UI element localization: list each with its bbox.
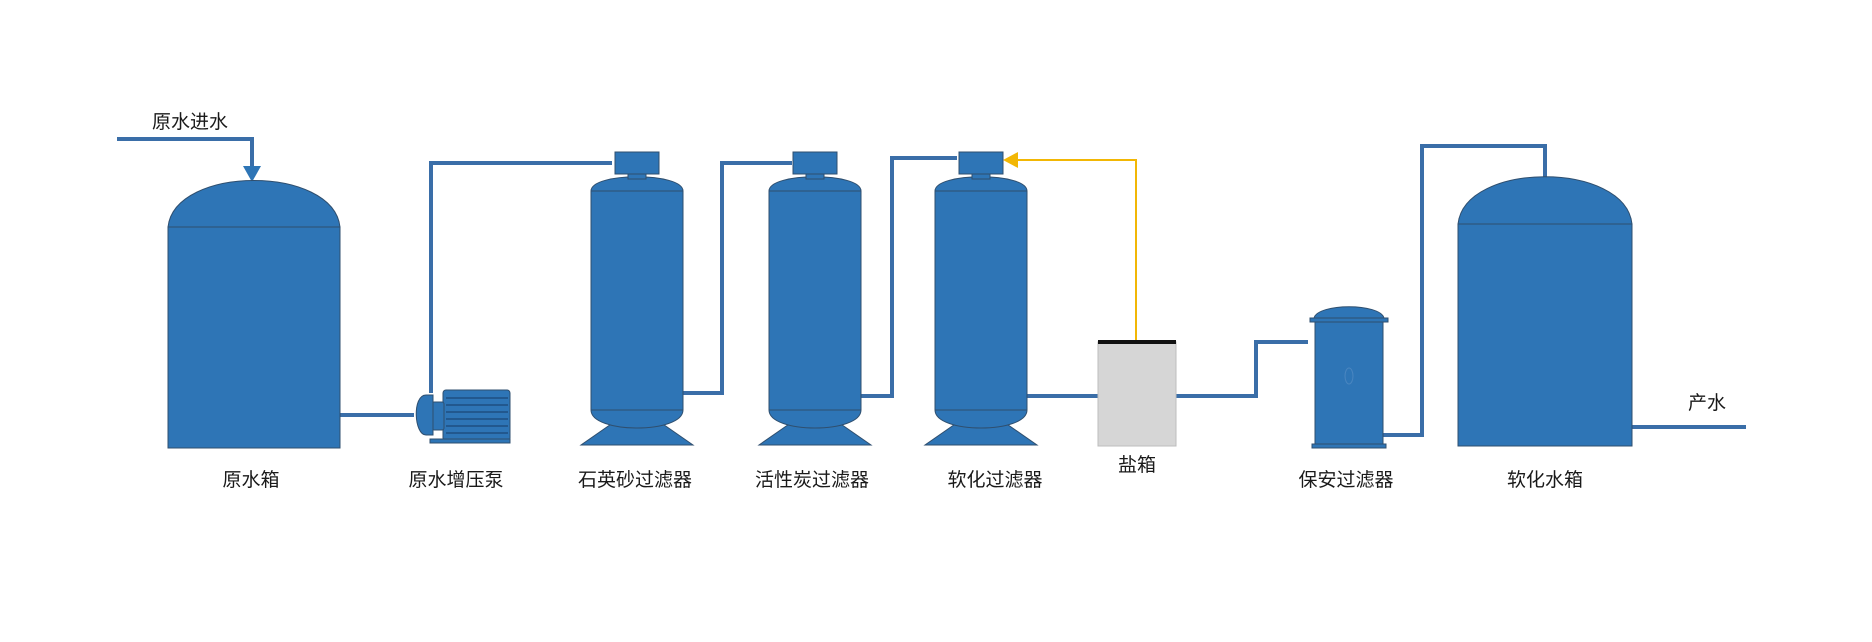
security-filter-cap	[1313, 306, 1385, 319]
activated-carbon-filter-control-valve	[792, 151, 838, 175]
booster-pump	[415, 389, 511, 444]
pipe-quartz-to-carbon-filter	[682, 161, 792, 395]
product-water-label: 产水	[1687, 392, 1727, 414]
booster-pump-coupling	[431, 401, 445, 431]
quartz-sand-filter-label: 石英砂过滤器	[577, 469, 693, 491]
activated-carbon-filter	[757, 151, 873, 446]
booster-pump-fins	[446, 397, 508, 434]
security-filter-label: 保安过滤器	[1298, 469, 1394, 491]
pipe-raw-inlet	[117, 137, 254, 170]
salt-box	[1097, 340, 1177, 447]
security-filter	[1309, 306, 1389, 449]
inlet-arrow-head	[243, 166, 261, 182]
softened-water-tank	[1457, 176, 1633, 447]
activated-carbon-filter-label: 活性炭过滤器	[754, 469, 870, 491]
softened-water-tank-label: 软化水箱	[1506, 469, 1584, 491]
pipe-pump-to-quartz-filter	[429, 161, 612, 393]
security-filter-bottom-rim	[1311, 443, 1387, 449]
raw-water-tank-label: 原水箱	[222, 469, 280, 491]
activated-carbon-filter-vessel	[768, 176, 862, 429]
brine-arrow-head	[1003, 152, 1018, 168]
softening-filter-vessel	[934, 176, 1028, 429]
brine-line	[1003, 152, 1137, 342]
softening-filter	[923, 151, 1039, 446]
pipe-salt-box-to-security-filter	[1176, 340, 1308, 398]
raw-water-tank	[167, 180, 341, 449]
raw-water-tank-body	[167, 226, 341, 449]
pipe-carbon-to-softening-filter	[860, 156, 957, 398]
salt-box-body	[1097, 341, 1177, 447]
pipe-network	[117, 137, 1746, 437]
booster-pump-label: 原水增压泵	[408, 469, 504, 491]
softening-filter-control-valve	[958, 151, 1004, 175]
quartz-sand-filter-control-valve	[614, 151, 660, 175]
raw-water-inlet-label: 原水进水	[151, 111, 229, 133]
booster-pump-base	[429, 438, 511, 444]
security-filter-body	[1314, 317, 1384, 445]
brine-line-path	[1017, 159, 1137, 342]
security-filter-top-rim	[1309, 317, 1389, 323]
softening-filter-label: 软化过滤器	[947, 469, 1043, 491]
quartz-sand-filter-vessel	[590, 176, 684, 429]
security-filter-gauge	[1344, 367, 1354, 385]
softened-water-tank-dome	[1457, 176, 1633, 225]
raw-water-tank-dome	[167, 180, 341, 228]
softened-water-tank-body	[1457, 223, 1633, 447]
booster-pump-head	[415, 394, 434, 436]
quartz-sand-filter	[579, 151, 695, 446]
salt-box-label: 盐箱	[1117, 454, 1157, 476]
pipe-security-filter-to-soft-tank	[1383, 144, 1547, 437]
salt-box-lid	[1098, 340, 1176, 344]
